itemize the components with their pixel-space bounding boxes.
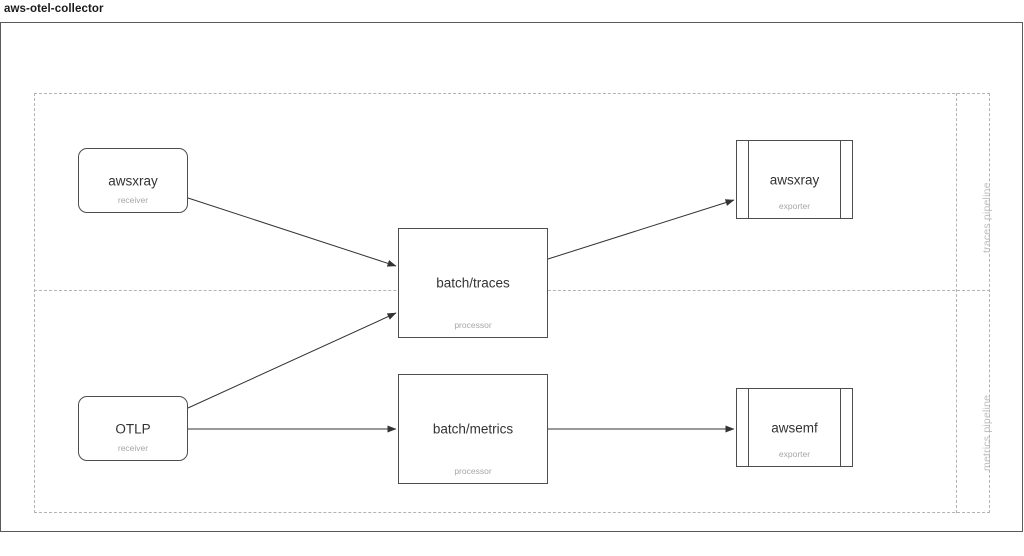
node-batch-traces[interactable]: batch/traces processor	[398, 228, 548, 338]
pipeline-label-divider	[956, 93, 957, 513]
pipeline-label-traces: traces pipeline	[981, 182, 993, 253]
diagram-canvas: traces pipeline metrics pipeline awsxray	[0, 22, 1023, 532]
node-kind-label: receiver	[117, 195, 149, 205]
node-label: OTLP	[115, 421, 151, 436]
collector-container	[34, 93, 990, 513]
pipeline-label-metrics: metrics pipeline	[981, 394, 993, 471]
page-title: aws-otel-collector	[4, 3, 104, 15]
node-label: awsxray	[108, 173, 158, 188]
exporter-rail-left	[748, 389, 749, 466]
node-label: batch/traces	[436, 275, 510, 291]
exporter-rail-left	[748, 141, 749, 218]
node-kind-label: processor	[454, 466, 492, 476]
exporter-rail-right	[840, 389, 841, 466]
node-kind-label: exporter	[778, 201, 811, 211]
exporter-rail-right	[840, 141, 841, 218]
node-kind-label: processor	[454, 320, 492, 330]
node-label: batch/metrics	[432, 421, 514, 437]
node-label: awsemf	[771, 420, 818, 435]
node-label: awsxray	[769, 172, 820, 187]
node-awsxray-receiver[interactable]: awsxray receiver	[78, 148, 188, 213]
node-awsxray-exporter[interactable]: awsxray exporter	[736, 140, 853, 219]
node-batch-metrics[interactable]: batch/metrics processor	[398, 374, 548, 484]
node-awsemf-exporter[interactable]: awsemf exporter	[736, 388, 853, 467]
diagram-root: aws-otel-collector traces pipeline metri…	[0, 3, 1023, 532]
node-kind-label: exporter	[778, 449, 811, 459]
node-kind-label: receiver	[117, 443, 149, 453]
node-otlp-receiver[interactable]: OTLP receiver	[78, 396, 188, 461]
